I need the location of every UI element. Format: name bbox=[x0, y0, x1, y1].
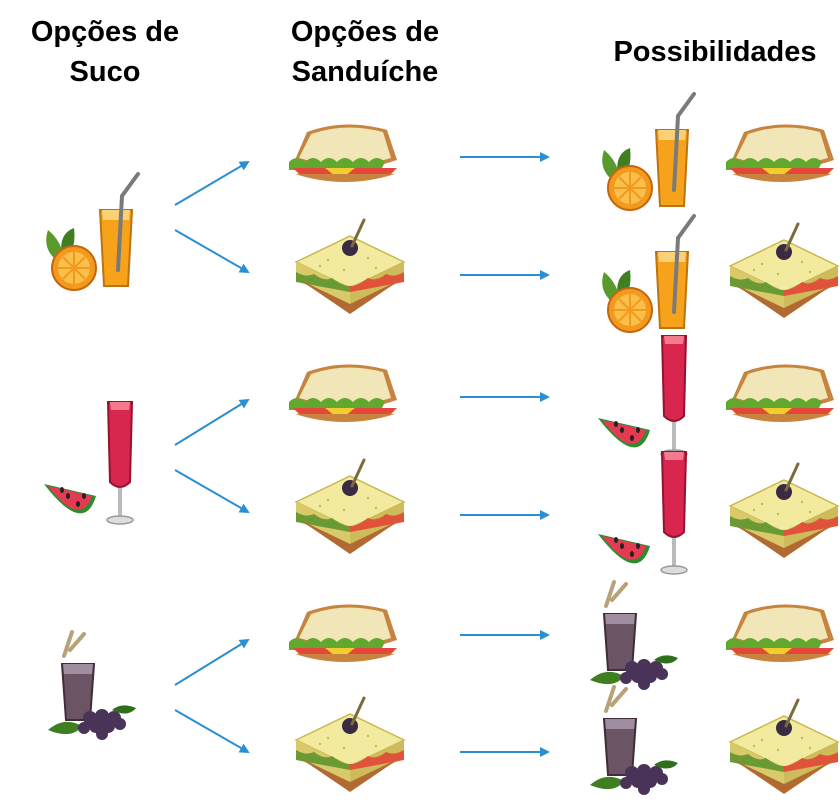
olive-sandwich-icon bbox=[728, 462, 840, 560]
ham-cheese-sandwich-icon bbox=[289, 364, 397, 422]
header-juice-options: Opções de Suco bbox=[30, 12, 180, 92]
grape-juice-icon bbox=[46, 630, 138, 742]
ham-cheese-sandwich-icon bbox=[289, 124, 397, 182]
grape-juice-icon bbox=[588, 580, 680, 692]
watermelon-juice-icon bbox=[596, 450, 689, 576]
possibility-watermelon-olive bbox=[596, 450, 840, 576]
possibility-orange-ham bbox=[600, 92, 834, 212]
branch-arrow bbox=[174, 229, 250, 273]
orange-juice-icon bbox=[44, 172, 141, 292]
watermelon-juice-icon bbox=[596, 334, 689, 460]
olive-sandwich-icon bbox=[728, 698, 840, 796]
branch-arrow bbox=[174, 638, 250, 686]
olive-sandwich-icon bbox=[294, 218, 406, 316]
possibility-watermelon-ham bbox=[596, 334, 834, 460]
ham-cheese-sandwich-icon bbox=[726, 604, 834, 662]
possibility-grape-olive bbox=[588, 685, 840, 797]
header-sandwich-options-text: Opções de Sanduíche bbox=[290, 16, 440, 88]
grape-juice-icon bbox=[588, 685, 680, 797]
branch-arrow bbox=[174, 469, 250, 513]
header-juice-options-text: Opções de Suco bbox=[30, 16, 180, 88]
possibility-grape-ham bbox=[588, 580, 834, 692]
olive-sandwich-icon bbox=[294, 458, 406, 556]
header-possibilities: Possibilidades bbox=[590, 32, 840, 72]
branch-arrow bbox=[174, 709, 250, 753]
ham-cheese-sandwich-icon bbox=[726, 364, 834, 422]
header-possibilities-text: Possibilidades bbox=[613, 36, 817, 68]
branch-arrow bbox=[174, 398, 250, 446]
olive-sandwich-icon bbox=[294, 696, 406, 794]
olive-sandwich-icon bbox=[728, 222, 840, 320]
branch-arrow bbox=[174, 160, 250, 206]
orange-juice-icon bbox=[600, 214, 696, 334]
header-sandwich-options: Opções de Sanduíche bbox=[255, 12, 475, 92]
watermelon-juice-icon bbox=[42, 400, 135, 526]
orange-juice-icon bbox=[600, 92, 696, 212]
ham-cheese-sandwich-icon bbox=[289, 604, 397, 662]
possibility-orange-olive bbox=[600, 214, 840, 334]
ham-cheese-sandwich-icon bbox=[726, 124, 834, 182]
